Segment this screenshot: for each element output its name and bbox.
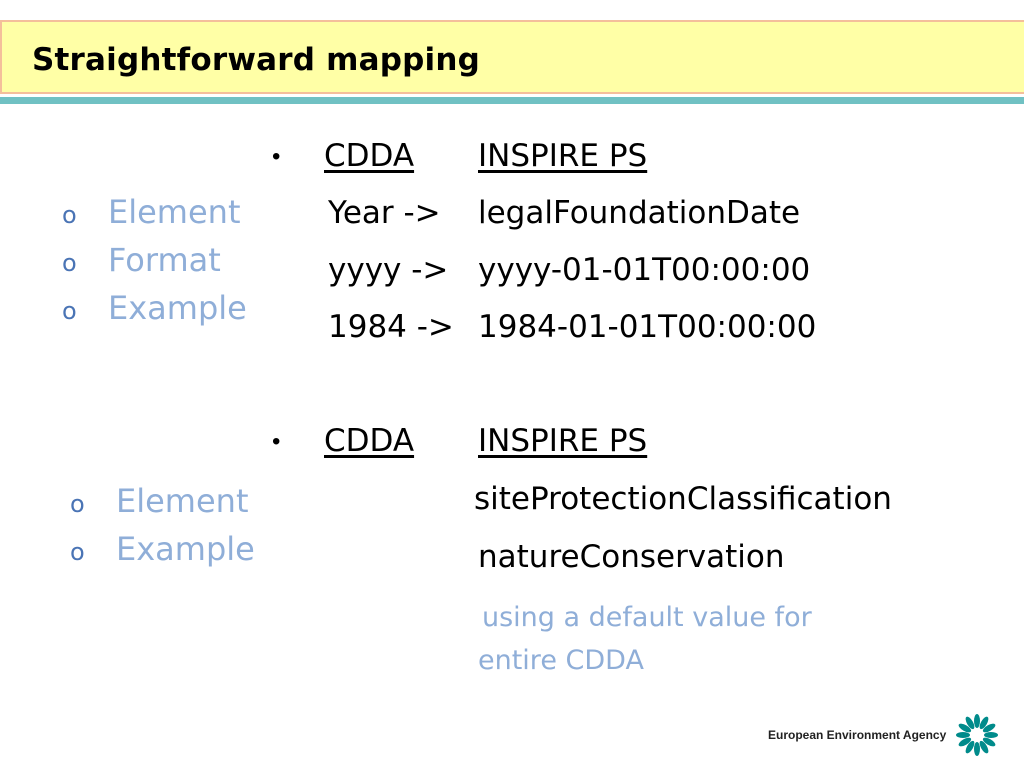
mapping-element: siteProtectionClassification [474, 481, 892, 517]
circle-bullet-icon: o [62, 297, 77, 325]
inspire-header: INSPIRE PS [478, 138, 648, 174]
mapping-left: Year -> [328, 195, 441, 231]
bullet-icon: • [272, 428, 281, 455]
circle-bullet-icon: o [62, 249, 77, 277]
circle-bullet-icon: o [62, 201, 77, 229]
cdda-header: CDDA [324, 138, 415, 174]
title-bar: Straightforward mapping [0, 20, 1024, 94]
slide-title: Straightforward mapping [32, 42, 481, 78]
mapping-left: yyyy -> [328, 252, 449, 288]
note-line: entire CDDA [478, 645, 644, 676]
note-line: using a default value for [482, 602, 812, 633]
mapping-left: 1984 -> [328, 309, 454, 345]
cdda-header: CDDA [324, 423, 415, 459]
circle-bullet-icon: o [70, 490, 85, 518]
inspire-header: INSPIRE PS [478, 423, 648, 459]
title-divider [0, 97, 1024, 104]
eea-logo-icon [956, 714, 999, 756]
mapping-right: 1984-01-01T00:00:00 [478, 309, 817, 345]
mapping-right: legalFoundationDate [478, 195, 801, 231]
mapping-right: yyyy-01-01T00:00:00 [478, 252, 811, 288]
bullet-icon: • [272, 143, 281, 170]
logo-text: European Environment Agency [768, 728, 947, 742]
mapping-example: natureConservation [478, 539, 785, 575]
circle-bullet-icon: o [70, 538, 85, 566]
eea-logo: European Environment Agency [768, 712, 1000, 758]
